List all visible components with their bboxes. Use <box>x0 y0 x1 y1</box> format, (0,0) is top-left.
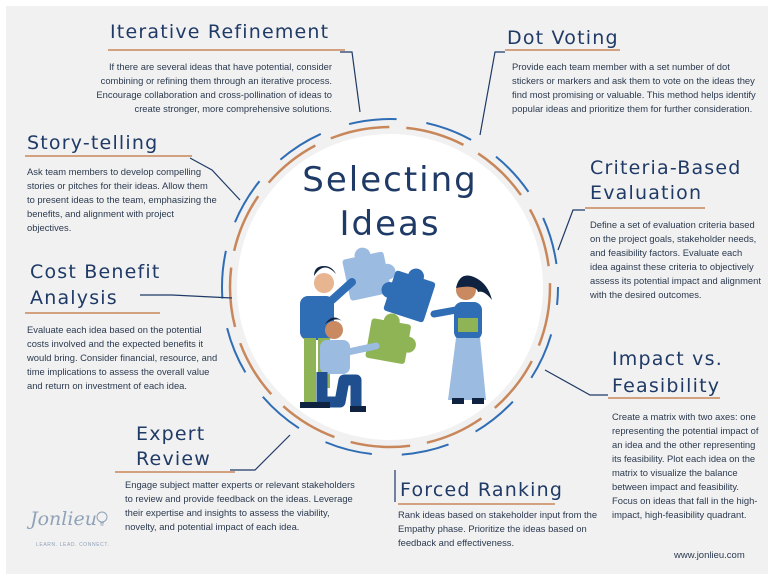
impact-title-line1: Impact vs. <box>612 348 723 370</box>
lightbulb-icon <box>96 511 108 526</box>
iterative-refinement-text: If there are several ideas that have pot… <box>96 61 332 114</box>
website-link[interactable]: www.jonlieu.com <box>674 550 745 561</box>
puzzle-piece-green-icon <box>365 313 416 364</box>
logo-signature: Jonlieu <box>30 508 97 530</box>
person-standing-right-icon <box>430 275 492 404</box>
forced-ranking-text: Rank ideas based on stakeholder input fr… <box>398 509 598 548</box>
puzzle-piece-dark-blue-icon <box>381 268 436 323</box>
impact-text: Create a matrix with two axes: one repre… <box>612 411 759 520</box>
criteria-title-line2: Evaluation <box>590 182 703 204</box>
storytelling-title: Story-telling <box>27 132 159 154</box>
expert-title-line2: Review <box>136 448 211 470</box>
criteria-title-line1: Criteria-Based <box>590 157 742 179</box>
logo-tagline: LEARN. LEAD. CONNECT. <box>36 542 110 548</box>
dot-voting-title: Dot Voting <box>507 27 619 49</box>
center-title-line2: Ideas <box>339 204 441 244</box>
iterative-refinement-title: Iterative Refinement <box>110 21 330 43</box>
expert-text: Engage subject matter experts or relevan… <box>125 479 355 532</box>
puzzle-piece-light-blue-icon <box>342 247 396 301</box>
forced-ranking-title: Forced Ranking <box>400 479 564 501</box>
center-title: Selecting Ideas <box>270 158 510 246</box>
cost-benefit-title-line2: Analysis <box>30 287 118 309</box>
impact-title-line2: Feasibility <box>612 375 721 397</box>
jonlieu-logo: Jonlieu LEARN. LEAD. CONNECT. <box>22 506 112 562</box>
person-kneeling-icon <box>312 317 380 412</box>
dot-voting-text: Provide each team member with a set numb… <box>512 61 756 114</box>
center-title-line1: Selecting <box>302 160 478 200</box>
storytelling-text: Ask team members to develop compelling s… <box>27 166 217 233</box>
cost-benefit-text: Evaluate each idea based on the potentia… <box>27 324 218 391</box>
criteria-text: Define a set of evaluation criteria base… <box>590 219 761 300</box>
expert-title-line1: Expert <box>136 423 206 445</box>
cost-benefit-title-line1: Cost Benefit <box>30 261 161 283</box>
